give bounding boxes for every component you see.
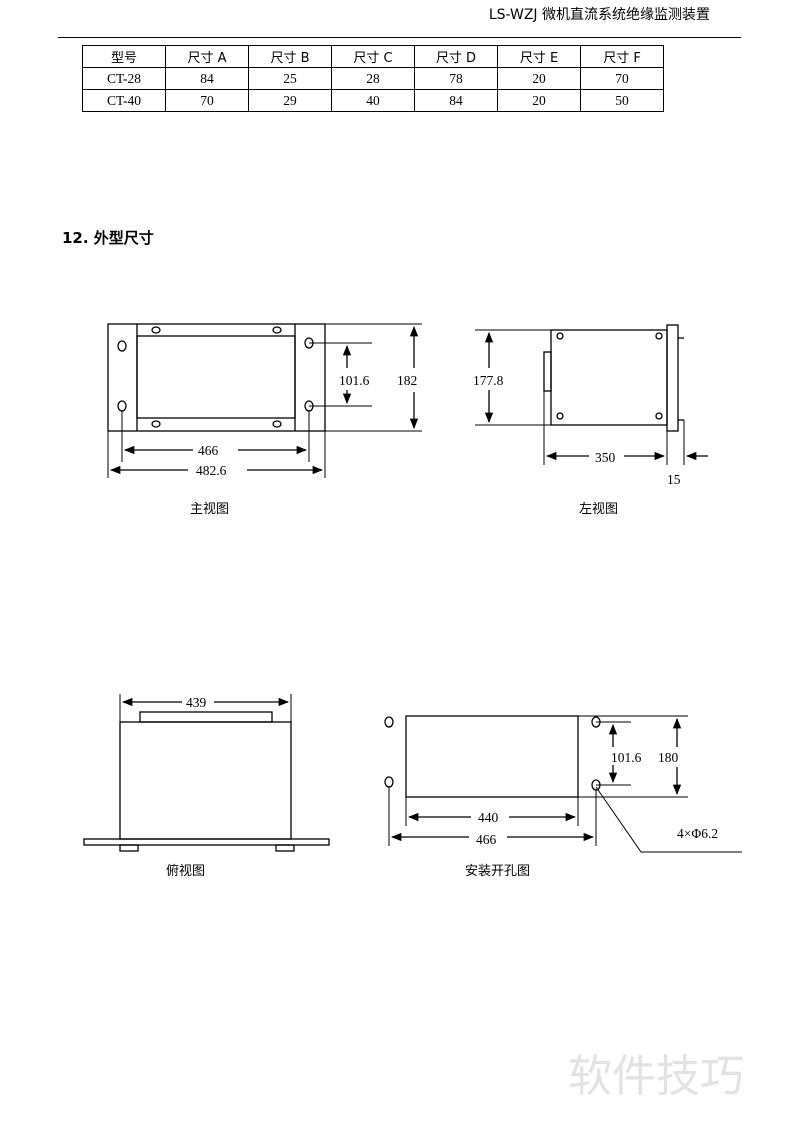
mount-view-caption: 安装开孔图 <box>465 864 530 879</box>
front-view <box>107 323 422 478</box>
mount-dim-180: 180 <box>658 750 679 765</box>
left-view <box>475 324 708 465</box>
front-dim-182: 182 <box>397 373 417 388</box>
top-dim-439: 439 <box>186 695 207 710</box>
left-view-caption: 左视图 <box>579 502 618 517</box>
left-dim-15: 15 <box>667 472 681 487</box>
table-header-cell: 型号 <box>82 45 166 68</box>
left-dim-177-8: 177.8 <box>473 373 504 388</box>
front-dim-482-6: 482.6 <box>196 463 227 478</box>
header-rule <box>58 37 741 38</box>
table-cell: CT-40 <box>82 89 166 112</box>
front-dim-466: 466 <box>198 443 219 458</box>
top-view <box>83 694 330 852</box>
table-cell: CT-28 <box>82 67 166 90</box>
header-title: LS-WZJ 微机直流系统绝缘监测装置 <box>488 7 710 23</box>
table-cell: 20 <box>497 89 581 112</box>
watermark: 软件技巧 <box>568 1051 744 1102</box>
mount-hole-note: 4×Φ6.2 <box>677 826 718 841</box>
mount-dim-101-6: 101.6 <box>611 750 642 765</box>
table-header-cell: 尺寸 B <box>248 45 332 68</box>
table-cell: 84 <box>414 89 498 112</box>
mount-view <box>384 715 742 853</box>
table-header-cell: 尺寸 F <box>580 45 664 68</box>
spec-table: 型号 尺寸 A 尺寸 B 尺寸 C 尺寸 D 尺寸 E 尺寸 F CT-28 8… <box>82 45 664 112</box>
front-view-caption: 主视图 <box>190 502 229 517</box>
table-header-row: 型号 尺寸 A 尺寸 B 尺寸 C 尺寸 D 尺寸 E 尺寸 F <box>82 45 664 68</box>
left-dim-350: 350 <box>595 450 616 465</box>
mount-dim-466: 466 <box>476 832 497 847</box>
table-header-cell: 尺寸 A <box>165 45 249 68</box>
top-view-caption: 俯视图 <box>166 863 205 879</box>
table-row: CT-40 70 29 40 84 20 50 <box>82 89 664 112</box>
section-title: 12. 外型尺寸 <box>62 229 154 247</box>
front-dim-101-6: 101.6 <box>339 373 370 388</box>
mount-dim-440: 440 <box>478 810 499 825</box>
table-cell: 50 <box>580 89 664 112</box>
table-row: CT-28 84 25 28 78 20 70 <box>82 67 664 90</box>
